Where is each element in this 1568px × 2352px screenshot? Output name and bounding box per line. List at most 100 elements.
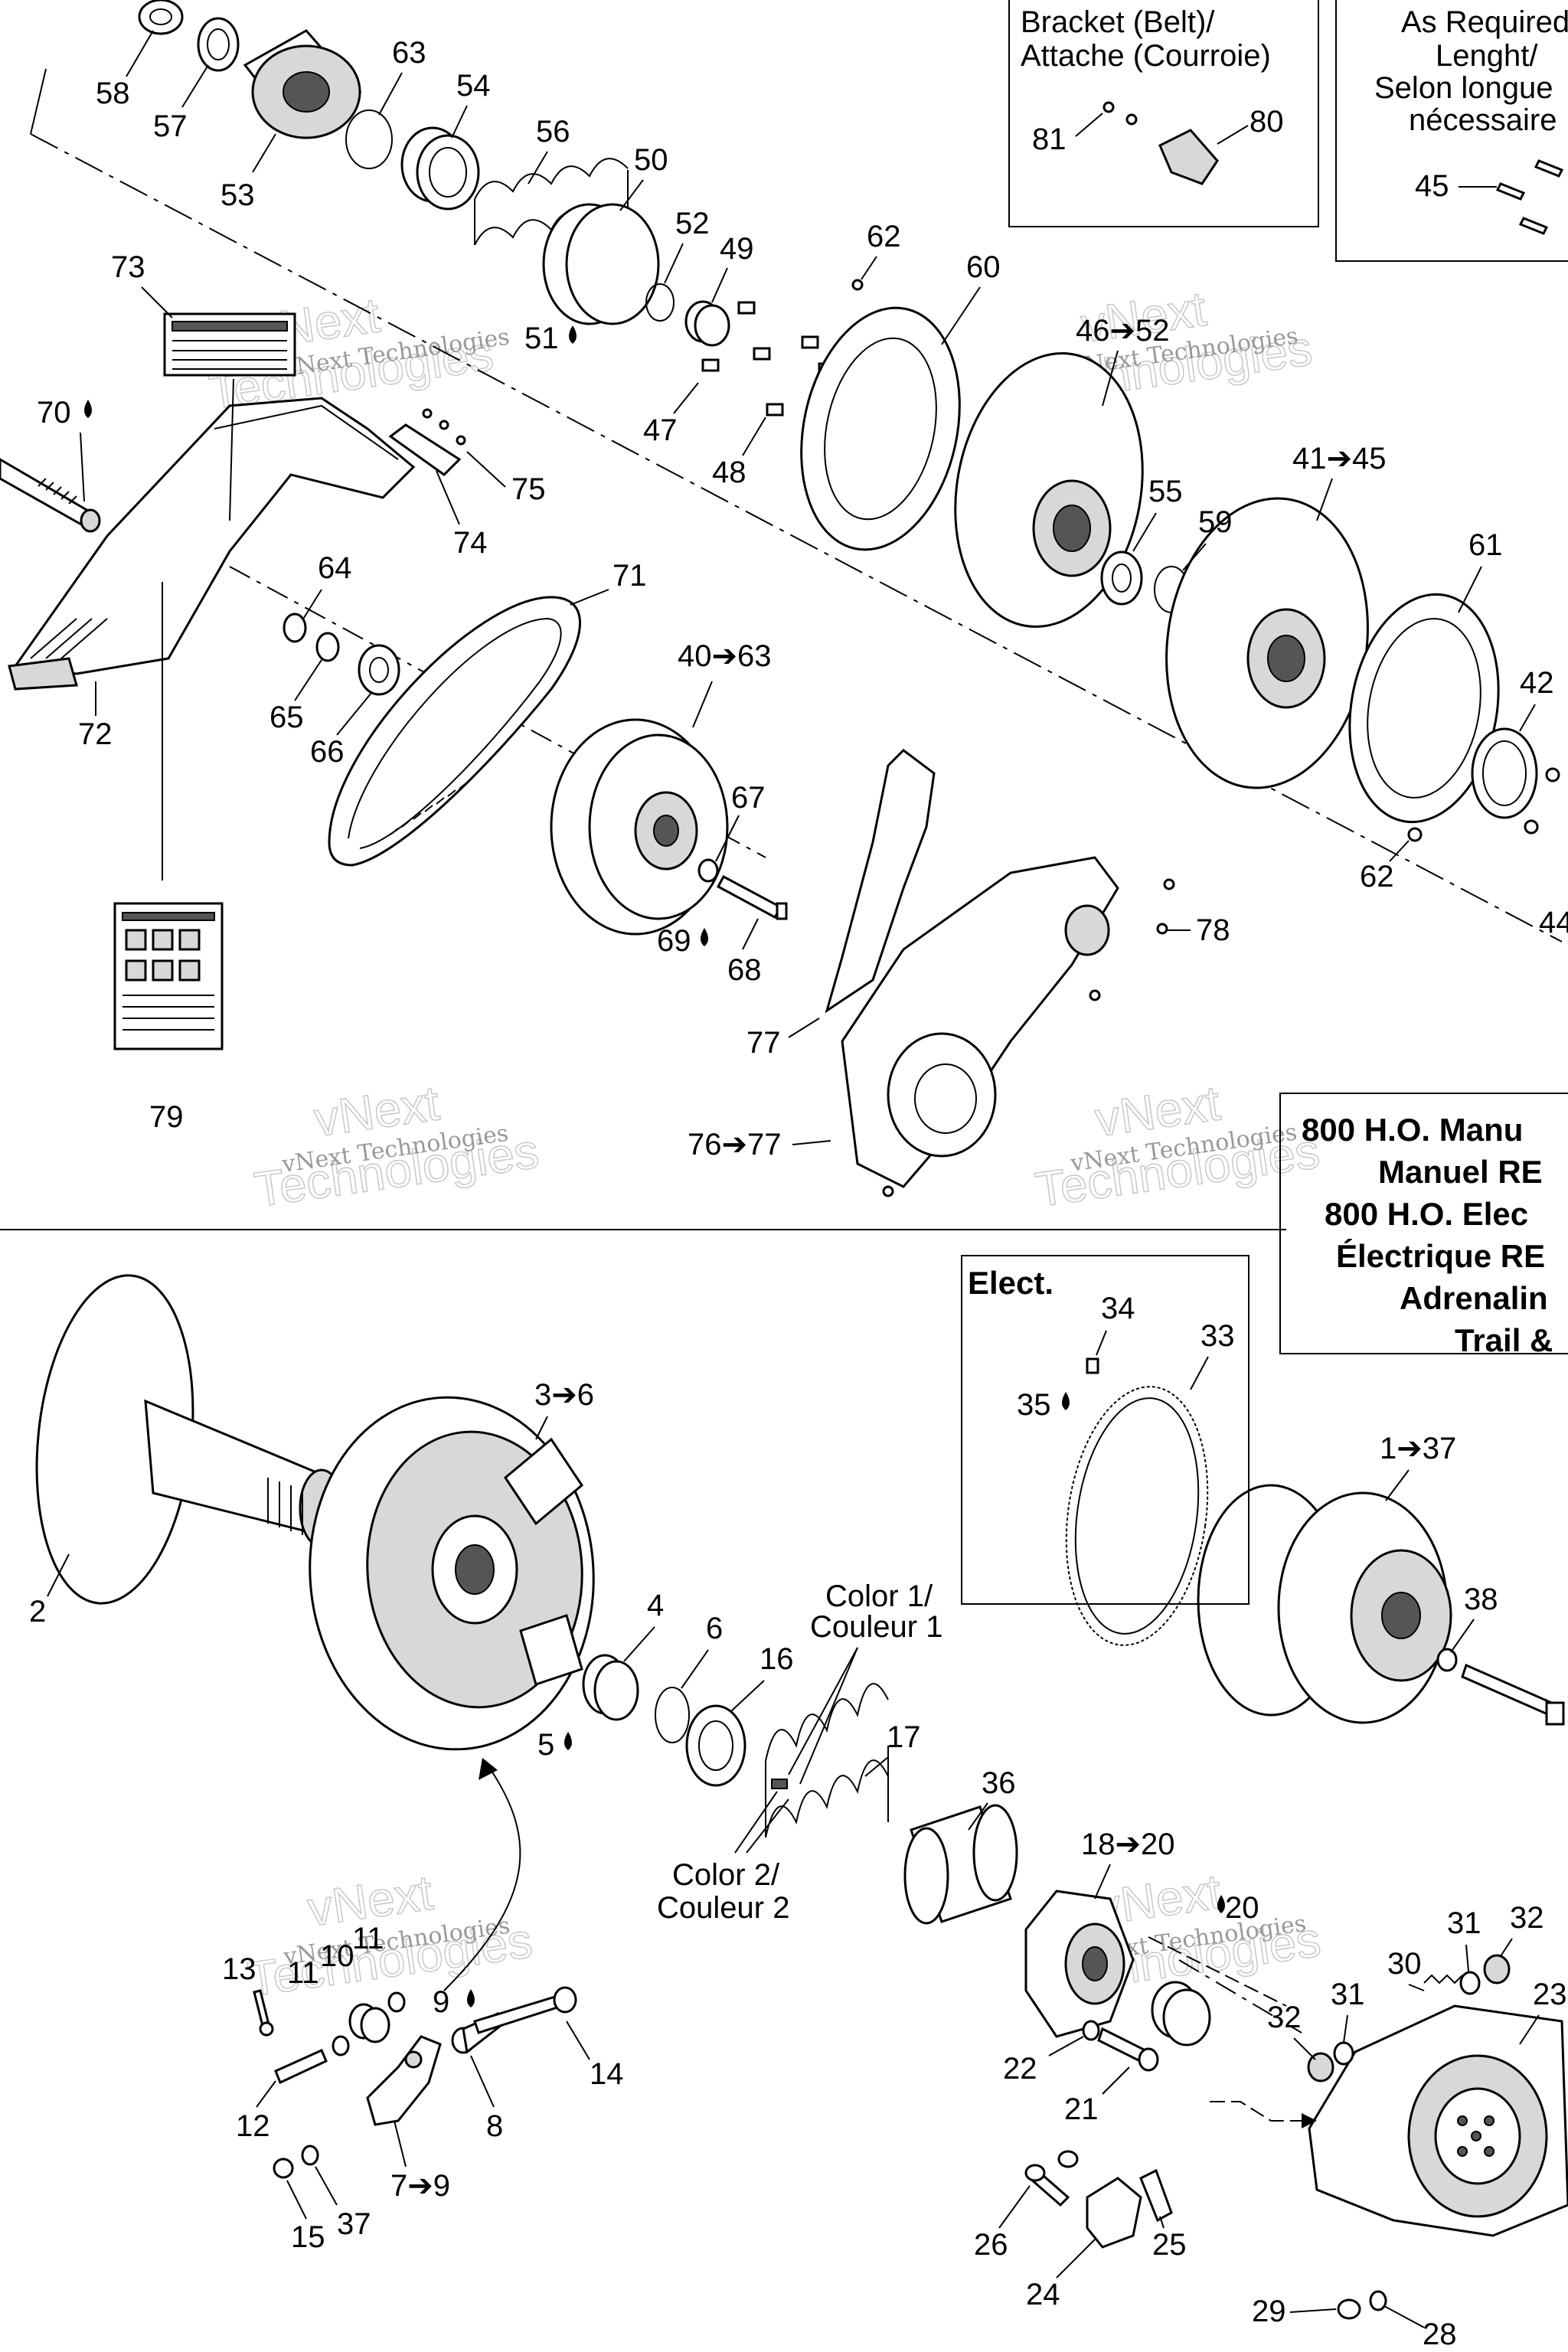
- callout-71: 71: [612, 559, 647, 593]
- callout-3-6: 3➔6: [534, 1378, 594, 1412]
- callout-17: 17: [887, 1720, 921, 1754]
- length-box-line-1: As Required: [1401, 5, 1568, 39]
- lubricant-drop-icon: [84, 400, 92, 418]
- part-1-37-pulley: [1197, 1484, 1452, 1724]
- part-21-pin: [1097, 2027, 1159, 2072]
- callout-80: 80: [1250, 105, 1284, 139]
- arrow-head-icon: [1302, 2113, 1317, 2128]
- model-line-3: 800 H.O. Elec: [1325, 1196, 1528, 1232]
- part-36-cylinder: [903, 1804, 1018, 1925]
- callout-56: 56: [536, 115, 570, 149]
- callout-32: 32: [1267, 2001, 1302, 2034]
- callout-29: 29: [1252, 2295, 1286, 2328]
- lubricant-drop-icon: [569, 325, 577, 344]
- axis-line: [30, 68, 47, 135]
- part-28-washer: [1369, 2290, 1387, 2311]
- callout-25: 25: [1152, 2228, 1187, 2262]
- part-65-washer: [315, 632, 340, 662]
- callout-42: 42: [1520, 666, 1554, 700]
- part-34-screw: [1086, 1357, 1099, 1374]
- part-52-circlip: [645, 283, 675, 322]
- part-63-o-ring: [345, 109, 393, 169]
- callout-34: 34: [1101, 1292, 1135, 1325]
- part-60-sheave-plate: [800, 279, 961, 551]
- callout-53: 53: [220, 178, 255, 212]
- callout-22: 22: [1003, 2052, 1037, 2086]
- part-20-bushing: [1151, 1981, 1211, 2047]
- part-55-washer: [1100, 550, 1143, 606]
- callout-26: 26: [974, 2228, 1008, 2262]
- callout-58: 58: [96, 77, 130, 110]
- callout-23: 23: [1533, 1978, 1567, 2011]
- color1-line1: Color 1/: [825, 1579, 933, 1613]
- callout-21: 21: [1064, 2092, 1099, 2126]
- part-4-bushing: [582, 1654, 639, 1721]
- callout-67: 67: [731, 781, 766, 815]
- callout-57: 57: [153, 109, 188, 143]
- callout-33: 33: [1200, 1319, 1235, 1353]
- callout-4: 4: [647, 1589, 664, 1622]
- leader-line: [229, 378, 234, 521]
- model-info-box: 800 H.O. Manu Manuel RE 800 H.O. Elec Él…: [1279, 1093, 1568, 1358]
- callout-28: 28: [1423, 2318, 1457, 2351]
- length-box: As Required Lenght/ Selon longue nécessa…: [1335, 0, 1568, 262]
- axis-line: [30, 133, 1563, 942]
- callout-11: 11: [352, 1922, 384, 1955]
- callout-31: 31: [1331, 1978, 1365, 2011]
- color-labels: Color 1/ Couleur 1 Color 2/ Couleur 2: [657, 1579, 942, 1925]
- part-22-washer: [1082, 2020, 1100, 2041]
- part-68-bolt: [716, 874, 788, 920]
- callout-49: 49: [720, 232, 754, 266]
- part-49-bushing: [684, 300, 730, 347]
- part-79-label: [113, 902, 224, 1050]
- callout-45: 45: [1415, 169, 1449, 203]
- callout-7-9: 7➔9: [390, 2169, 450, 2203]
- callout-6: 6: [706, 1612, 723, 1645]
- lubricant-drop-icon: [1062, 1392, 1070, 1410]
- part-78-fastener: [882, 878, 1175, 1197]
- part-33-ring-gear: [1065, 1386, 1209, 1646]
- part-64-washer: [283, 612, 307, 643]
- callout-13: 13: [222, 1952, 256, 1986]
- callout-81: 81: [1032, 122, 1067, 156]
- part-17-spring: [765, 1683, 889, 1838]
- part-11-washers: [332, 1991, 406, 2056]
- part-62-screw: [1407, 767, 1560, 842]
- callout-74: 74: [453, 526, 488, 560]
- callout-20: 20: [1225, 1891, 1259, 1925]
- elect-title: Elect.: [968, 1265, 1054, 1301]
- color2-line1: Color 2/: [672, 1858, 780, 1892]
- callout-1-37: 1➔37: [1380, 1432, 1456, 1465]
- callout-63: 63: [392, 36, 426, 70]
- model-line-6: Trail &: [1455, 1322, 1553, 1358]
- model-line-4: Électrique RE: [1336, 1238, 1545, 1274]
- callout-75: 75: [511, 472, 546, 506]
- callout-47: 47: [643, 413, 678, 447]
- part-61-cover-plate: [1348, 593, 1500, 824]
- top-callouts: 58 57 53 63 54 56 50 52 49 51 47 48 62 6…: [37, 30, 1568, 1161]
- elect-box: Elect. 34 33 35: [961, 1255, 1250, 1646]
- callout-15: 15: [291, 2220, 325, 2254]
- part-bolt: [1461, 1663, 1565, 1726]
- part-66-washer: [358, 644, 400, 696]
- callout-9: 9: [433, 1985, 449, 2019]
- assembly-arrow: [1210, 2101, 1302, 2122]
- part-6-circlip: [655, 1687, 690, 1743]
- callout-32: 32: [1510, 1901, 1544, 1935]
- length-box-line-4: nécessaire: [1409, 103, 1557, 137]
- lubricant-drop-icon: [1217, 1895, 1225, 1913]
- part-2-fixed-sheave: [35, 1274, 345, 1605]
- bottom-callouts: 2 3➔6 4 5 6 16 17 36 1➔37 38 18➔20 20 13…: [29, 1378, 1567, 2351]
- callout-5: 5: [537, 1728, 554, 1762]
- callout-72: 72: [78, 717, 113, 751]
- callout-14: 14: [590, 2057, 624, 2091]
- callout-65: 65: [270, 701, 304, 734]
- lubricant-drop-icon: [701, 928, 708, 946]
- callout-37: 37: [337, 2207, 371, 2241]
- part-30-spring: [1423, 1974, 1463, 1984]
- callout-64: 64: [318, 551, 352, 585]
- part-23-cam-housing: [1308, 2004, 1568, 2237]
- callout-61: 61: [1468, 528, 1503, 562]
- part-72-belt-guard: [8, 397, 416, 691]
